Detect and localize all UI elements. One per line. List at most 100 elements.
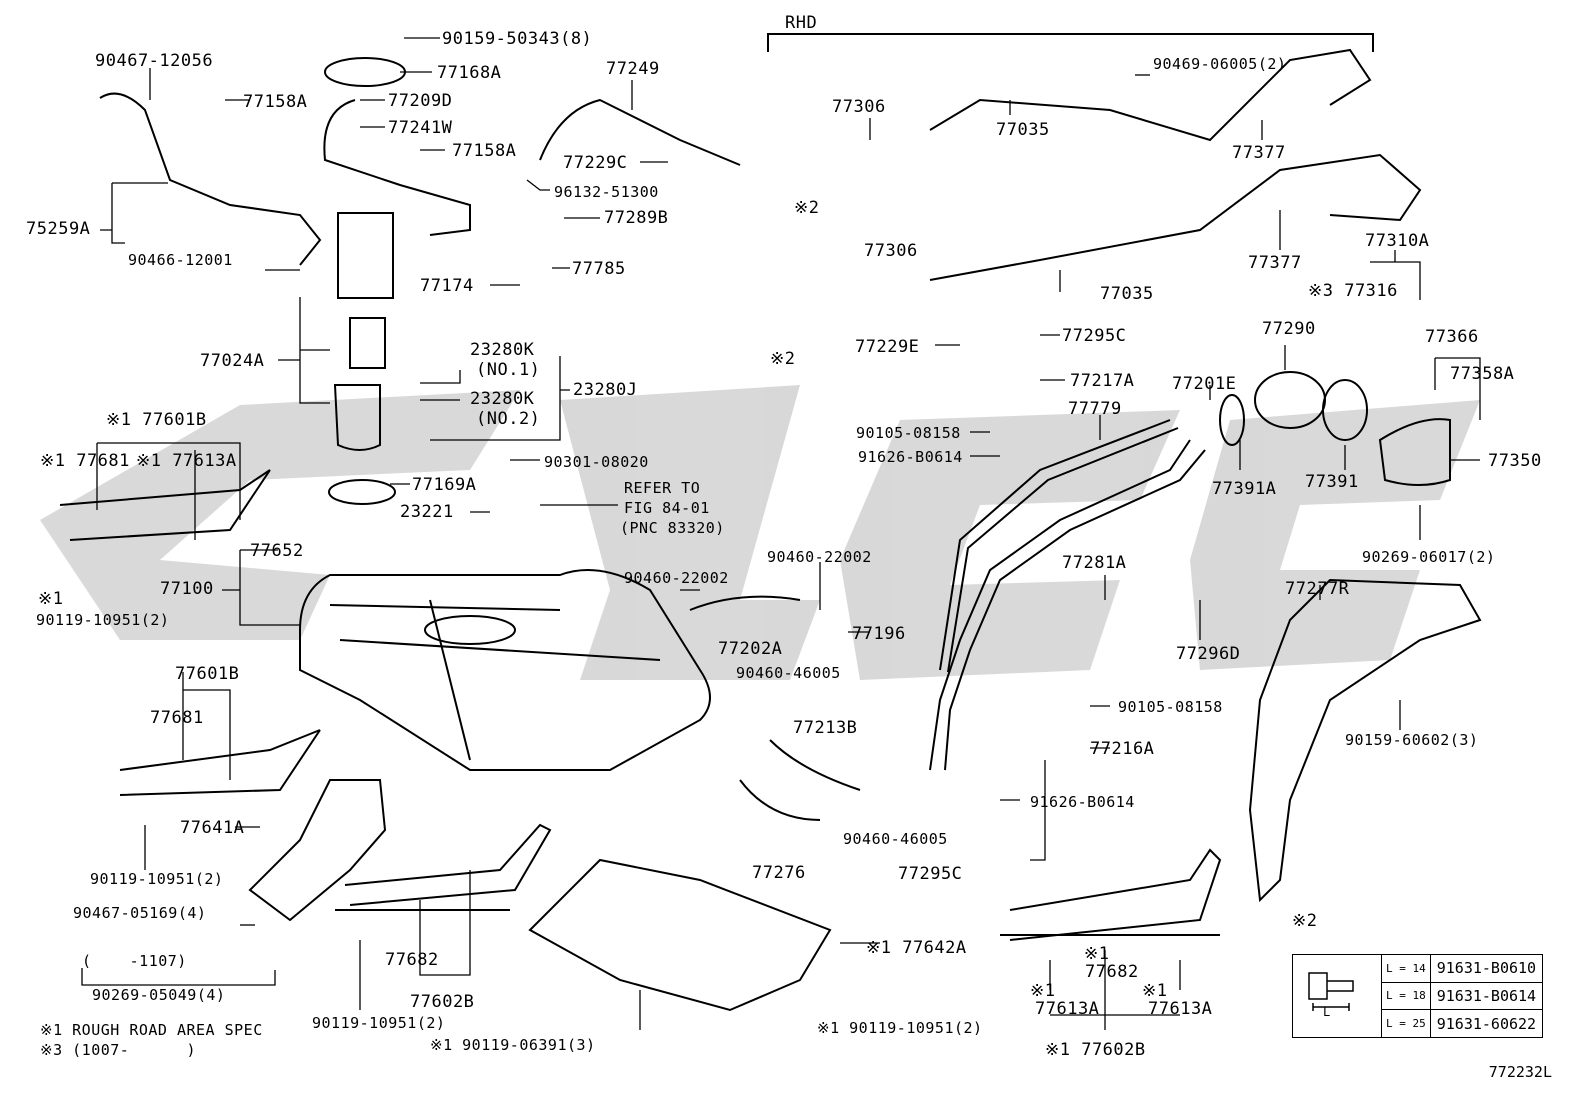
label-77358a: 77358A xyxy=(1450,364,1515,384)
label-90159-50343: 90159-50343(8) xyxy=(442,29,593,49)
hose-77202a xyxy=(689,595,801,611)
label-90105-08158-a: 90105-08158 xyxy=(856,424,961,442)
label-77168a: 77168A xyxy=(437,63,502,83)
spec-part-3: 91631-60622 xyxy=(1429,1009,1544,1038)
leader-lines xyxy=(81,37,1481,1030)
label-77641a: 77641A xyxy=(180,818,245,838)
label-77035-a: 77035 xyxy=(996,120,1050,140)
label-77681-top: ※1 77681 xyxy=(40,451,130,471)
label-77249: 77249 xyxy=(606,59,660,79)
label-90466-12001: 90466-12001 xyxy=(128,251,233,269)
label-77290: 77290 xyxy=(1262,319,1316,339)
label-90119-06391: ※1 90119-06391(3) xyxy=(430,1036,596,1054)
label-77217a: 77217A xyxy=(1070,371,1135,391)
label-77306-b: 77306 xyxy=(864,241,918,261)
label-77310a: 77310A xyxy=(1365,231,1430,251)
label-77366: 77366 xyxy=(1425,327,1479,347)
label-77391a: 77391A xyxy=(1212,479,1277,499)
label-77652: 77652 xyxy=(250,541,304,561)
cable-77035-b xyxy=(929,153,1422,281)
label-no1: (NO.1) xyxy=(476,360,541,380)
label-cross1-a: ※1 xyxy=(1084,944,1110,964)
label-no2: (NO.2) xyxy=(476,409,541,429)
spec-part-1: 91631-B0610 xyxy=(1429,954,1544,983)
fuel-tank-detail xyxy=(329,599,661,761)
watermark-logo xyxy=(40,385,1480,680)
label-90460-46005-a: 90460-46005 xyxy=(736,664,841,682)
label-77229c: 77229C xyxy=(563,153,628,173)
label-range-1107: ( -1107) xyxy=(82,952,187,970)
vapor-line xyxy=(323,99,471,236)
gasket xyxy=(328,479,396,505)
label-90119-10951-d: ※1 90119-10951(2) xyxy=(817,1019,983,1037)
fuel-filter xyxy=(349,317,386,369)
label-77035-b: 77035 xyxy=(1100,284,1154,304)
label-77213b: 77213B xyxy=(793,718,858,738)
pump-housing xyxy=(333,384,381,451)
label-90460-46005-b: 90460-46005 xyxy=(843,830,948,848)
filler-pipe-inner xyxy=(944,449,1206,771)
label-77241w: 77241W xyxy=(388,118,453,138)
label-77613a-a: 77613A xyxy=(1035,999,1100,1019)
label-77281a: 77281A xyxy=(1062,553,1127,573)
label-77316: ※3 77316 xyxy=(1308,281,1398,301)
label-77601b-top: ※1 77601B xyxy=(106,410,207,430)
label-77785: 77785 xyxy=(572,259,626,279)
label-90119-10951-b: 90119-10951(2) xyxy=(90,870,224,888)
label-75259a: 75259A xyxy=(26,219,91,239)
label-77201e: 77201E xyxy=(1172,374,1237,394)
label-90467-05169: 90467-05169(4) xyxy=(73,904,207,922)
breather-pipe-77779 xyxy=(939,419,1179,673)
label-77613a-b: 77613A xyxy=(1148,999,1213,1019)
label-77350: 77350 xyxy=(1488,451,1542,471)
label-77024a: 77024A xyxy=(200,351,265,371)
label-23280j: 23280J xyxy=(573,380,638,400)
label-90460-22002-a: 90460-22002 xyxy=(624,569,729,587)
label-77216a: 77216A xyxy=(1090,739,1155,759)
label-77377-b: 77377 xyxy=(1248,253,1302,273)
label-23221: 23221 xyxy=(400,502,454,522)
label-77174: 77174 xyxy=(420,276,474,296)
label-77602b-a: 77602B xyxy=(410,992,475,1012)
label-77158a-2: 77158A xyxy=(452,141,517,161)
label-90460-22002-b: 90460-22002 xyxy=(767,548,872,566)
label-77169a: 77169A xyxy=(412,475,477,495)
label-77202a: 77202A xyxy=(718,639,783,659)
fuel-pump-module xyxy=(337,212,394,299)
strap-77682-a xyxy=(335,823,552,911)
label-23280k-1: 23280K xyxy=(470,340,535,360)
label-77196: 77196 xyxy=(852,624,906,644)
label-77277r: 77277R xyxy=(1285,579,1350,599)
label-77602b-b: ※1 77602B xyxy=(1045,1040,1146,1060)
label-77682-a: 77682 xyxy=(385,950,439,970)
label-91626-b0614-b: 91626-B0614 xyxy=(1030,793,1135,811)
label-77391: 77391 xyxy=(1305,472,1359,492)
label-77306-a: 77306 xyxy=(832,97,886,117)
label-cross2-a: ※2 xyxy=(794,198,820,218)
ring-77391 xyxy=(1322,379,1368,441)
label-77229e: 77229E xyxy=(855,337,920,357)
label-spec-note: ※2 xyxy=(1292,911,1318,931)
label-90105-08158-b: 90105-08158 xyxy=(1118,698,1223,716)
label-77681-bot: 77681 xyxy=(150,708,204,728)
filler-pipe-77201e xyxy=(929,439,1191,771)
rhd-bracket xyxy=(767,33,1374,52)
label-77289b: 77289B xyxy=(604,208,669,228)
label-77779: 77779 xyxy=(1068,399,1122,419)
label-77682-b: 77682 xyxy=(1085,962,1139,982)
label-77377-a: 77377 xyxy=(1232,143,1286,163)
label-77295c-a: 77295C xyxy=(1062,326,1127,346)
label-90301-08020: 90301-08020 xyxy=(544,453,649,471)
strap-77681-bottom xyxy=(119,729,321,796)
label-90159-60602: 90159-60602(3) xyxy=(1345,731,1479,749)
label-77601b-bot: 77601B xyxy=(175,664,240,684)
cable-77035-a xyxy=(929,48,1372,142)
label-cross1-b: ※1 xyxy=(1030,981,1056,1001)
fuel-line-75259a xyxy=(99,92,322,266)
fuel-tank xyxy=(299,569,711,771)
bolt-length-mark: L xyxy=(1323,1005,1331,1019)
label-91626-b0614-a: 91626-B0614 xyxy=(858,448,963,466)
fuel-door-77350 xyxy=(1378,418,1451,486)
label-refer-2: FIG 84-01 xyxy=(624,499,710,517)
